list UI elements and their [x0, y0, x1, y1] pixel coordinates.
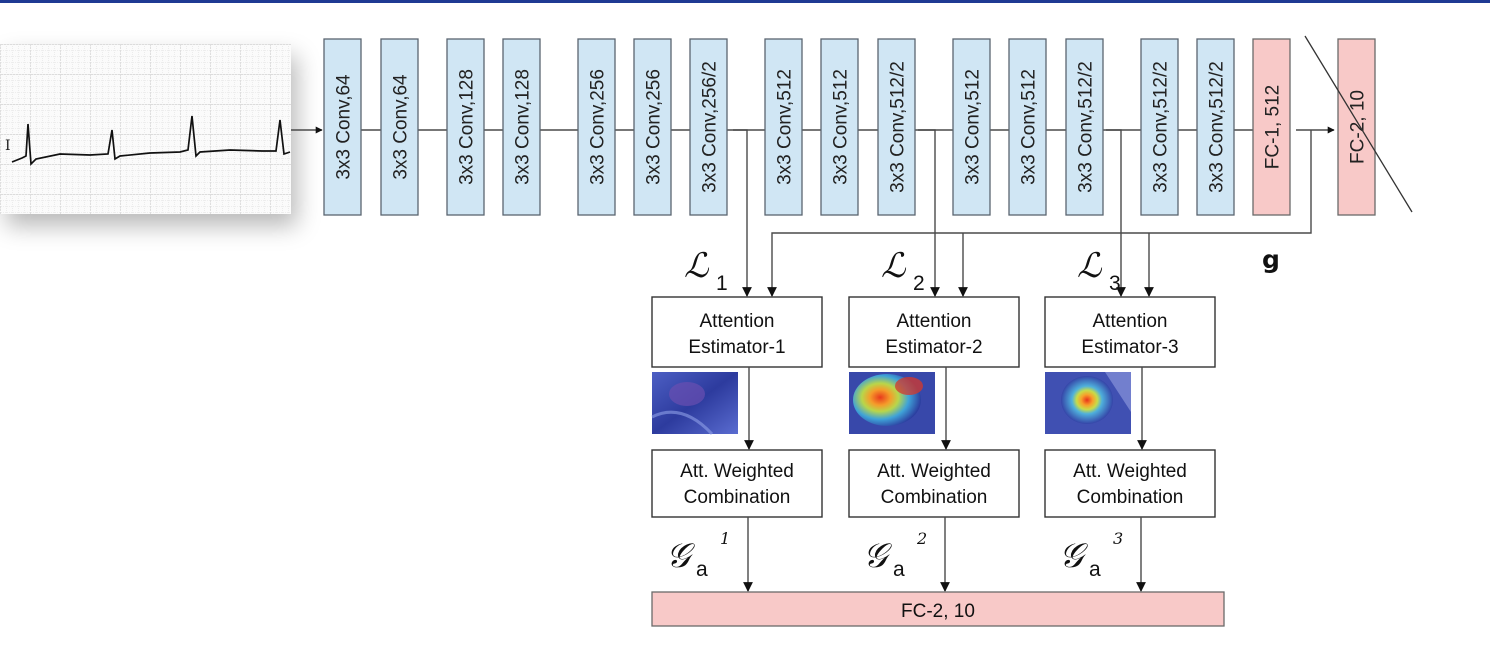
fc-layer-1: FC-1, 512 [1252, 38, 1291, 216]
loss-symbol: ℒ [881, 246, 907, 286]
conv-layer-6: 3x3 Conv,256 [633, 38, 672, 216]
output-superscript: 3 [1113, 529, 1123, 548]
conv-layer-label: 3x3 Conv,512 [775, 69, 796, 185]
estimator-label-line1: Attention [700, 311, 775, 332]
loss-index: 1 [716, 272, 728, 295]
estimator-label-line2: Estimator-2 [885, 337, 982, 358]
conv-layer-label: 3x3 Conv,64 [391, 74, 412, 180]
weighted-combination-box [1044, 449, 1216, 518]
combination-label-line2: Combination [684, 487, 791, 508]
conv-layer-label: 3x3 Conv,512/2 [888, 61, 909, 193]
output-superscript: 1 [720, 529, 730, 548]
estimator-label-line2: Estimator-1 [688, 337, 785, 358]
conv-layer-label: 3x3 Conv,256/2 [700, 61, 721, 193]
loss-index: 3 [1109, 272, 1121, 295]
conv-layer-label: 3x3 Conv,512 [1019, 69, 1040, 185]
conv-layer-7: 3x3 Conv,256/2 [689, 38, 728, 216]
conv-layer-label: 3x3 Conv,256 [644, 69, 665, 185]
conv-layer-8: 3x3 Conv,512 [764, 38, 803, 216]
conv-layer-5: 3x3 Conv,256 [577, 38, 616, 216]
conv-layer-label: 3x3 Conv,512/2 [1207, 61, 1228, 193]
local-feature-tap-3 [1106, 129, 1126, 297]
conv-layer-2: 3x3 Conv,64 [380, 38, 419, 216]
loss-symbol: ℒ [1077, 246, 1103, 286]
global-feature-line [767, 130, 1312, 297]
conv-layer-4: 3x3 Conv,128 [502, 38, 541, 216]
combination-label-line2: Combination [881, 487, 988, 508]
combination-label-line1: Att. Weighted [680, 461, 794, 482]
fc-layer-label: FC-2, 10 [1348, 90, 1369, 164]
conv-layer-label: 3x3 Conv,64 [334, 74, 355, 180]
conv-layer-11: 3x3 Conv,512 [952, 38, 991, 216]
estimator-label-line1: Attention [1093, 311, 1168, 332]
attention-heatmap-thumbnail [1045, 372, 1131, 434]
fc-layer-2: FC-2, 10 [1337, 38, 1376, 216]
loss-index: 2 [913, 272, 925, 295]
output-symbol: 𝒢 [863, 536, 892, 576]
output-symbol: 𝒢 [666, 536, 695, 576]
conv-layer-3: 3x3 Conv,128 [446, 38, 485, 216]
loss-symbol: ℒ [684, 246, 710, 286]
weighted-combination-box [848, 449, 1020, 518]
attention-heatmap-thumbnail [849, 372, 935, 434]
final-fc-layer [651, 591, 1225, 627]
conv-layer-14: 3x3 Conv,512/2 [1140, 38, 1179, 216]
conv-layer-label: 3x3 Conv,512 [831, 69, 852, 185]
output-subscript: a [893, 558, 905, 581]
attention-estimator-box [1044, 296, 1216, 368]
final-fc-label: FC-2, 10 [901, 601, 975, 622]
ecg-input-image: I [0, 44, 291, 214]
conv-layer-15: 3x3 Conv,512/2 [1196, 38, 1235, 216]
removed-layer-strike [1304, 35, 1413, 213]
estimator-label-line2: Estimator-3 [1081, 337, 1178, 358]
attention-estimator-box [651, 296, 823, 368]
combination-label-line1: Att. Weighted [1073, 461, 1187, 482]
conv-layer-label: 3x3 Conv,512/2 [1076, 61, 1097, 193]
attention-heatmap-thumbnail [651, 372, 738, 436]
estimator-label-line1: Attention [897, 311, 972, 332]
conv-layer-label: 3x3 Conv,512/2 [1151, 61, 1172, 193]
top-border-bar [0, 0, 1490, 3]
conv-layer-label: 3x3 Conv,256 [588, 69, 609, 185]
conv-layer-label: 3x3 Conv,128 [457, 69, 478, 185]
output-symbol: 𝒢 [1059, 536, 1088, 576]
conv-layer-12: 3x3 Conv,512 [1008, 38, 1047, 216]
local-feature-tap-1 [733, 129, 752, 297]
local-feature-tap-2 [918, 129, 940, 297]
attention-estimator-box [848, 296, 1020, 368]
conv-layer-13: 3x3 Conv,512/2 [1065, 38, 1104, 216]
conv-layer-label: 3x3 Conv,128 [513, 69, 534, 185]
combination-label-line2: Combination [1077, 487, 1184, 508]
output-subscript: a [696, 558, 708, 581]
global-feature-label: g [1262, 245, 1280, 274]
output-subscript: a [1089, 558, 1101, 581]
combination-label-line1: Att. Weighted [877, 461, 991, 482]
conv-layer-9: 3x3 Conv,512 [820, 38, 859, 216]
conv-layer-label: 3x3 Conv,512 [963, 69, 984, 185]
ecg-trace: I [0, 44, 291, 214]
conv-layer-10: 3x3 Conv,512/2 [877, 38, 916, 216]
lead-label: I [5, 138, 11, 154]
output-superscript: 2 [916, 529, 927, 548]
fc-layer-label: FC-1, 512 [1263, 85, 1284, 169]
weighted-combination-box [651, 449, 823, 518]
conv-layer-1: 3x3 Conv,64 [323, 38, 362, 216]
